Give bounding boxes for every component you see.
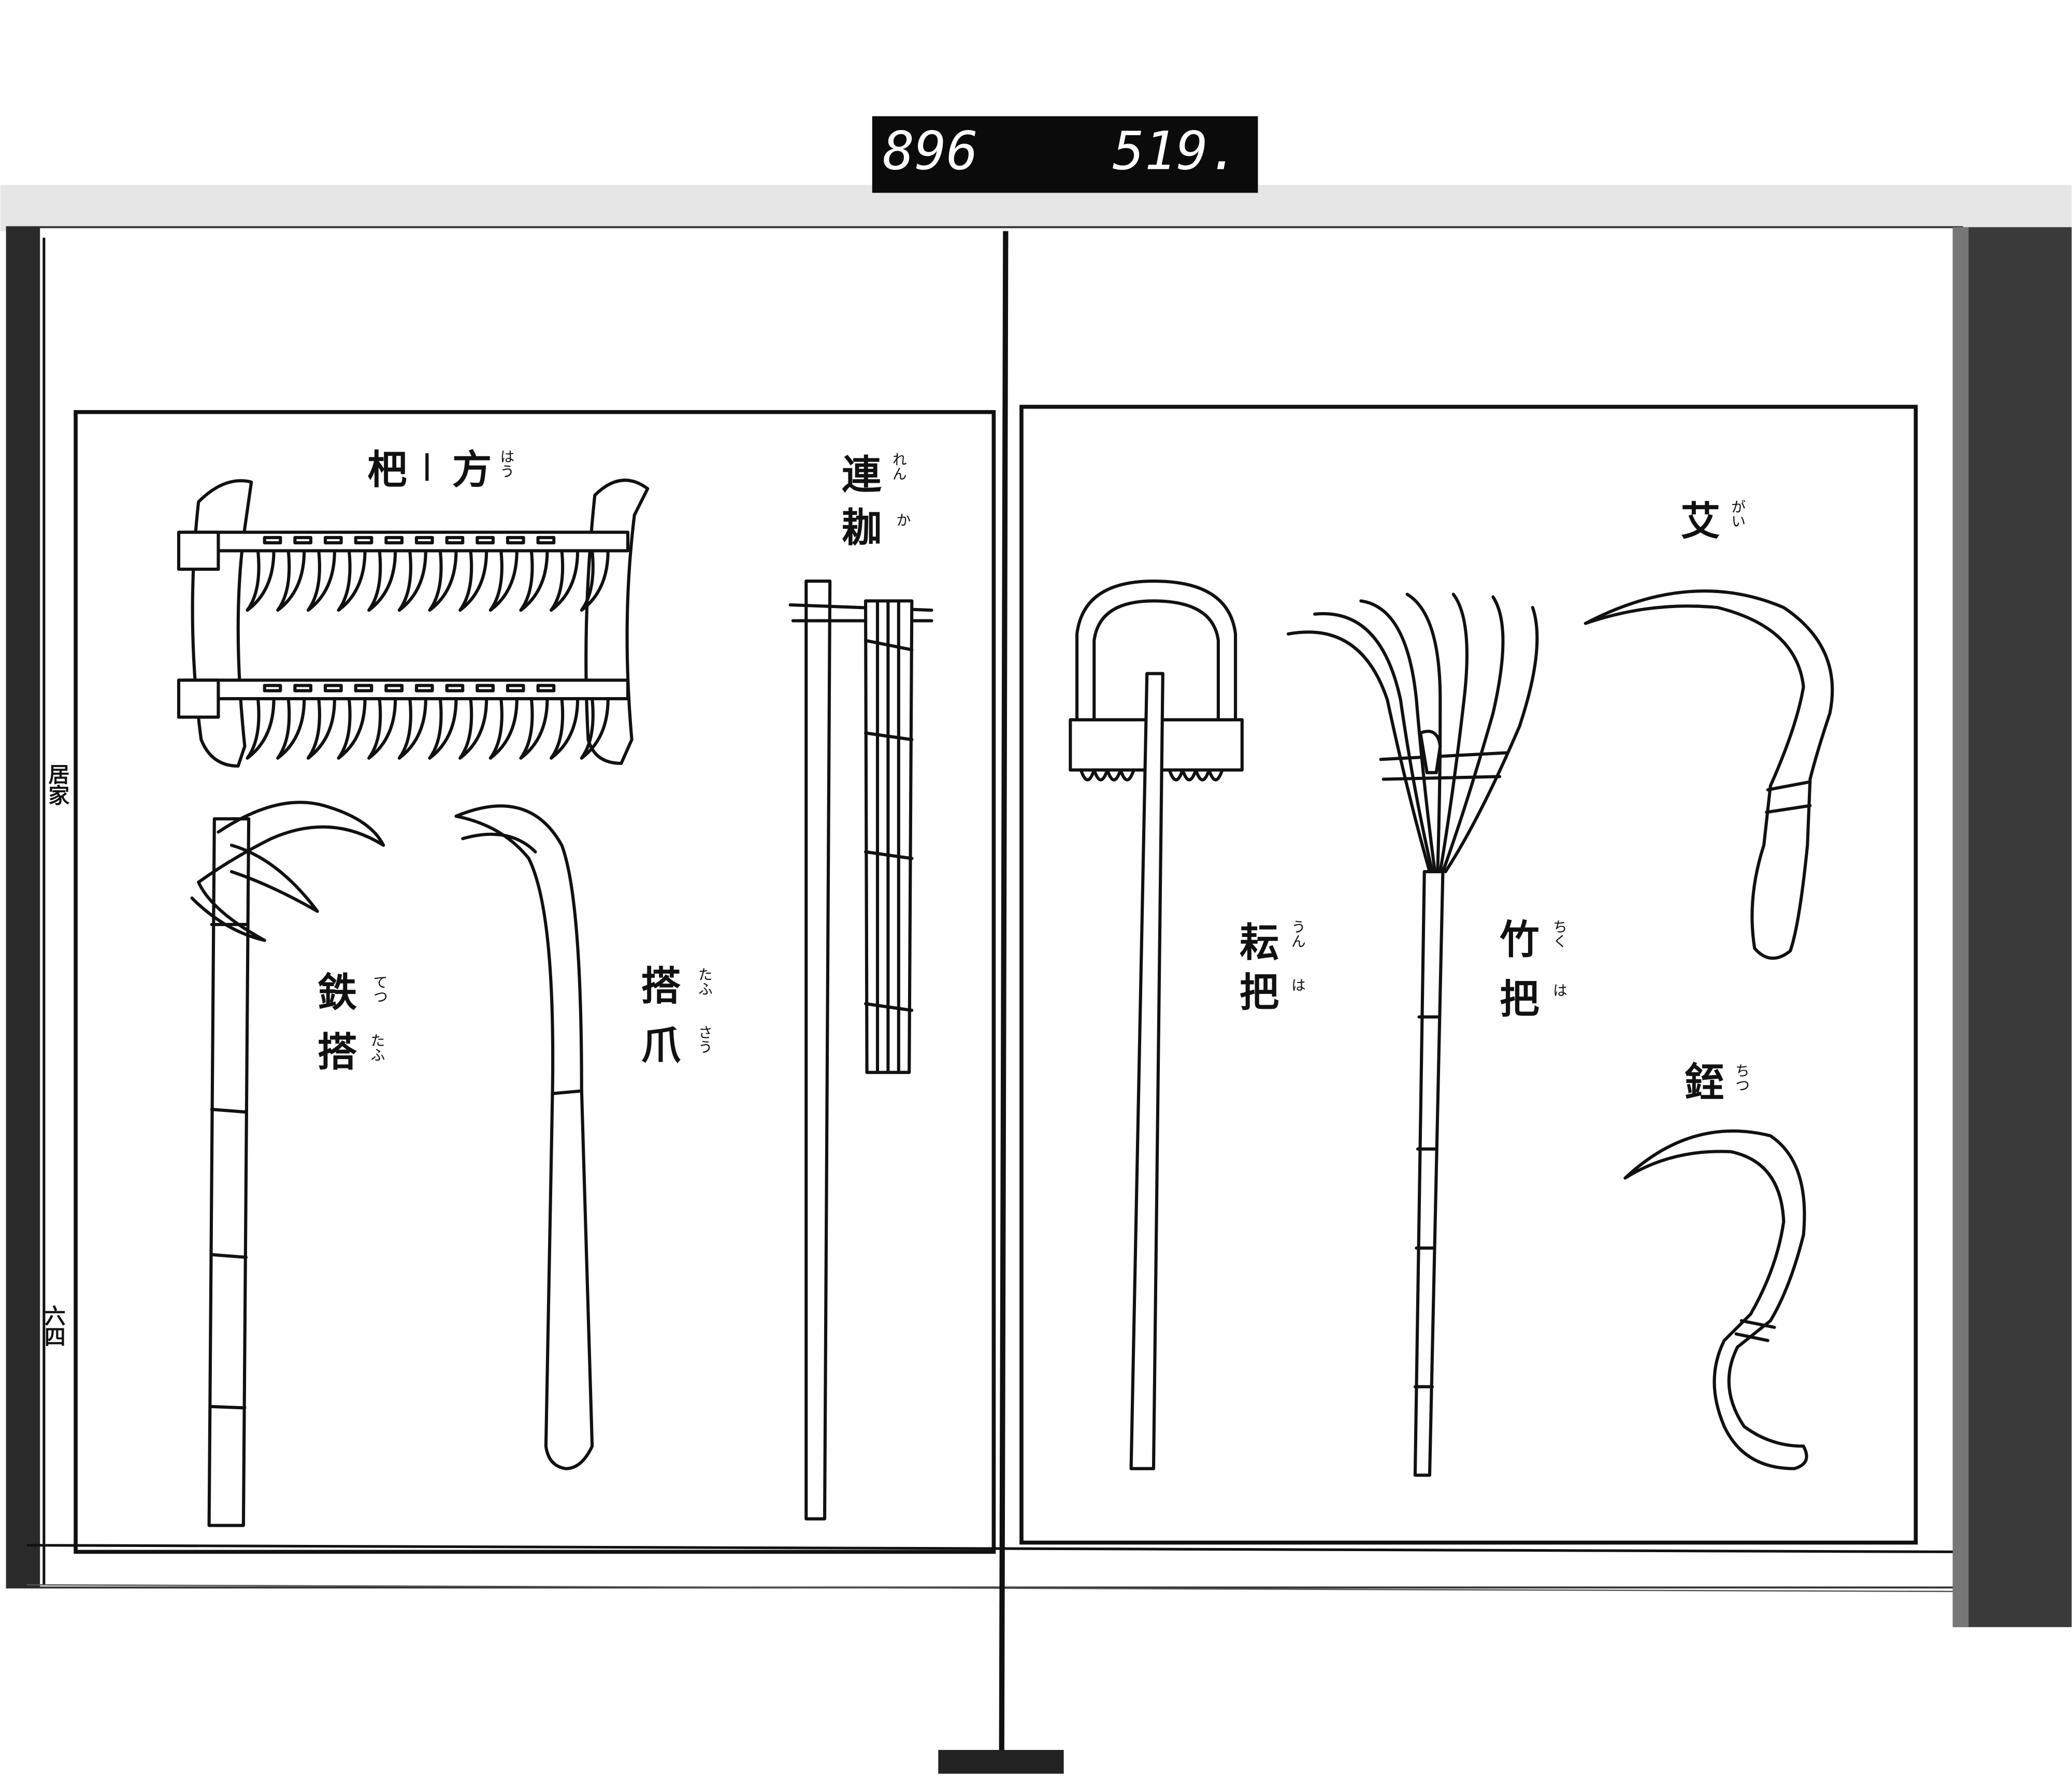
harrow-tooth — [306, 549, 336, 612]
harrow-tooth — [519, 549, 549, 612]
tettou-label-char-2: 搭 — [318, 1029, 357, 1076]
tettou-furigana-2: たふ — [368, 1033, 385, 1062]
tousou-label-char-1: 搭 — [641, 963, 681, 1009]
harrow-tooth — [458, 549, 488, 612]
harrow-slot — [354, 684, 373, 692]
harrow-slot — [445, 536, 465, 545]
houha-furigana: はう — [498, 449, 515, 478]
unha-weeding-rake-illustration — [1069, 579, 1244, 1470]
harrow-tooth — [428, 549, 458, 612]
houha-harrow-illustration — [177, 479, 650, 768]
harrow-tooth — [580, 549, 610, 612]
harrow-tooth — [550, 697, 580, 760]
margin-page-number: 六四 — [41, 1305, 66, 1347]
gai-sickle-illustration — [1584, 589, 1834, 960]
tousou-furigana-2: さう — [696, 1025, 713, 1054]
harrow-slot — [384, 536, 404, 545]
harrow-tooth — [246, 697, 276, 760]
harrow-slot — [293, 684, 313, 692]
harrow-tooth — [246, 549, 276, 612]
harrow-tooth — [397, 697, 427, 760]
tettou-furigana-1: てつ — [371, 975, 388, 1004]
harrow-tooth — [428, 697, 458, 760]
book-spread — [6, 226, 1963, 1589]
renka-furigana-2: か — [894, 512, 911, 527]
unha-label-char-1: 耘 — [1240, 919, 1279, 966]
tettou-label-char-1: 鉄 — [318, 970, 357, 1016]
harrow-tooth — [276, 697, 306, 760]
chitsu-sickle-illustration — [1623, 1129, 1808, 1470]
harrow-tooth — [580, 697, 610, 760]
harrow-tooth — [367, 549, 397, 612]
harrow-tooth — [488, 549, 519, 612]
unha-label-char-2: 把 — [1240, 970, 1279, 1016]
harrow-slot — [293, 536, 313, 545]
harrow-slot — [384, 684, 404, 692]
harrow-slot — [445, 684, 465, 692]
archive-counter-label: 896 519. — [872, 116, 1258, 193]
harrow-slot — [506, 684, 525, 692]
harrow-slot — [323, 684, 343, 692]
renka-label-char-1: 連 — [842, 452, 882, 499]
margin-section-title: 居家 — [45, 763, 69, 806]
harrow-slot — [323, 536, 343, 545]
chikuha-label-char-1: 竹 — [1500, 917, 1539, 963]
gai-furigana: がい — [1729, 499, 1746, 528]
chikuha-bamboo-rake-illustration — [1287, 592, 1539, 1477]
chikuha-furigana-1: ちく — [1550, 919, 1567, 948]
harrow-slot — [536, 536, 556, 545]
houha-label-mark: 丨 — [412, 451, 441, 485]
harrow-slot — [414, 684, 434, 692]
harrow-slot — [354, 536, 373, 545]
harrow-tooth — [306, 697, 336, 760]
chikuha-furigana-2: は — [1550, 982, 1567, 997]
tousou-label-char-2: 爪 — [641, 1022, 681, 1069]
harrow-tooth — [367, 697, 397, 760]
harrow-tooth — [550, 549, 580, 612]
houha-label-char-2: 方 — [452, 446, 492, 493]
chitsu-label: 銍 — [1685, 1060, 1724, 1106]
renka-label-char-2: 耞 — [842, 505, 882, 552]
counter-left: 896 — [883, 120, 978, 182]
tousou-furigana-1: たふ — [696, 967, 713, 996]
harrow-tooth — [337, 549, 367, 612]
harrow-slot — [414, 536, 434, 545]
houha-label-char-1: 杷 — [368, 446, 408, 493]
harrow-slot — [506, 536, 525, 545]
left-page-frame — [74, 410, 996, 1554]
left-page-edge — [7, 227, 40, 1588]
renka-furigana-1: れん — [890, 452, 907, 481]
harrow-slot — [263, 684, 282, 692]
harrow-tooth — [397, 549, 427, 612]
chikuha-label-char-2: 把 — [1500, 976, 1539, 1023]
harrow-tooth — [488, 697, 519, 760]
renka-flail-illustration — [788, 579, 933, 1521]
tettou-iron-rake-illustration — [190, 801, 385, 1527]
book-spine — [999, 231, 1009, 1757]
tousou-hook-illustration — [454, 804, 594, 1470]
harrow-slot — [476, 684, 495, 692]
harrow-tooth — [337, 697, 367, 760]
harrow-slot — [536, 684, 556, 692]
counter-right: 519. — [1113, 120, 1240, 182]
right-page-edge — [1952, 227, 2072, 1627]
gai-label: 艾 — [1680, 498, 1720, 545]
harrow-tooth — [276, 549, 306, 612]
harrow-slot — [476, 536, 495, 545]
harrow-slot — [263, 536, 282, 545]
unha-furigana-1: うん — [1289, 919, 1306, 948]
harrow-tooth — [519, 697, 549, 760]
harrow-tooth — [458, 697, 488, 760]
right-page-frame — [1019, 404, 1918, 1545]
unha-furigana-2: は — [1289, 977, 1306, 992]
chitsu-furigana: ちつ — [1733, 1063, 1750, 1092]
